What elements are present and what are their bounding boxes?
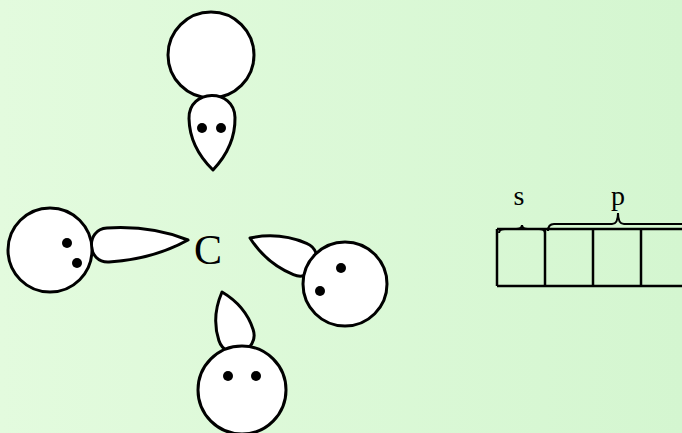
brace [548, 213, 682, 231]
orbital-label: p [611, 182, 625, 210]
electron-dot [197, 123, 207, 133]
electron-dot [251, 371, 261, 381]
orbital-lobe [8, 208, 188, 292]
orbital-head [303, 242, 387, 326]
electron-dot [315, 286, 325, 296]
orbital-lobe [198, 292, 286, 433]
box-edge [544, 229, 547, 286]
orbital-boxes [497, 229, 682, 286]
orbital-head [198, 346, 286, 433]
electron-dot [72, 258, 82, 268]
box-edge [497, 285, 682, 288]
orbital-label: s [514, 182, 525, 210]
orbital-tail [189, 96, 235, 170]
orbital-tail [216, 292, 254, 353]
orbital-head [8, 208, 92, 292]
box-edge [640, 229, 643, 286]
orbital-lobe [168, 12, 254, 170]
electron-dot [62, 238, 72, 248]
electron-dot [216, 123, 226, 133]
electron-dot [223, 371, 233, 381]
orbital-tail [91, 228, 188, 262]
orbital-head [168, 12, 254, 98]
brace [499, 225, 545, 233]
box-edge [592, 229, 595, 286]
orbital-lobe [250, 236, 387, 326]
electron-dot [336, 263, 346, 273]
box-edge [496, 229, 499, 286]
atom-label: C [194, 229, 222, 271]
